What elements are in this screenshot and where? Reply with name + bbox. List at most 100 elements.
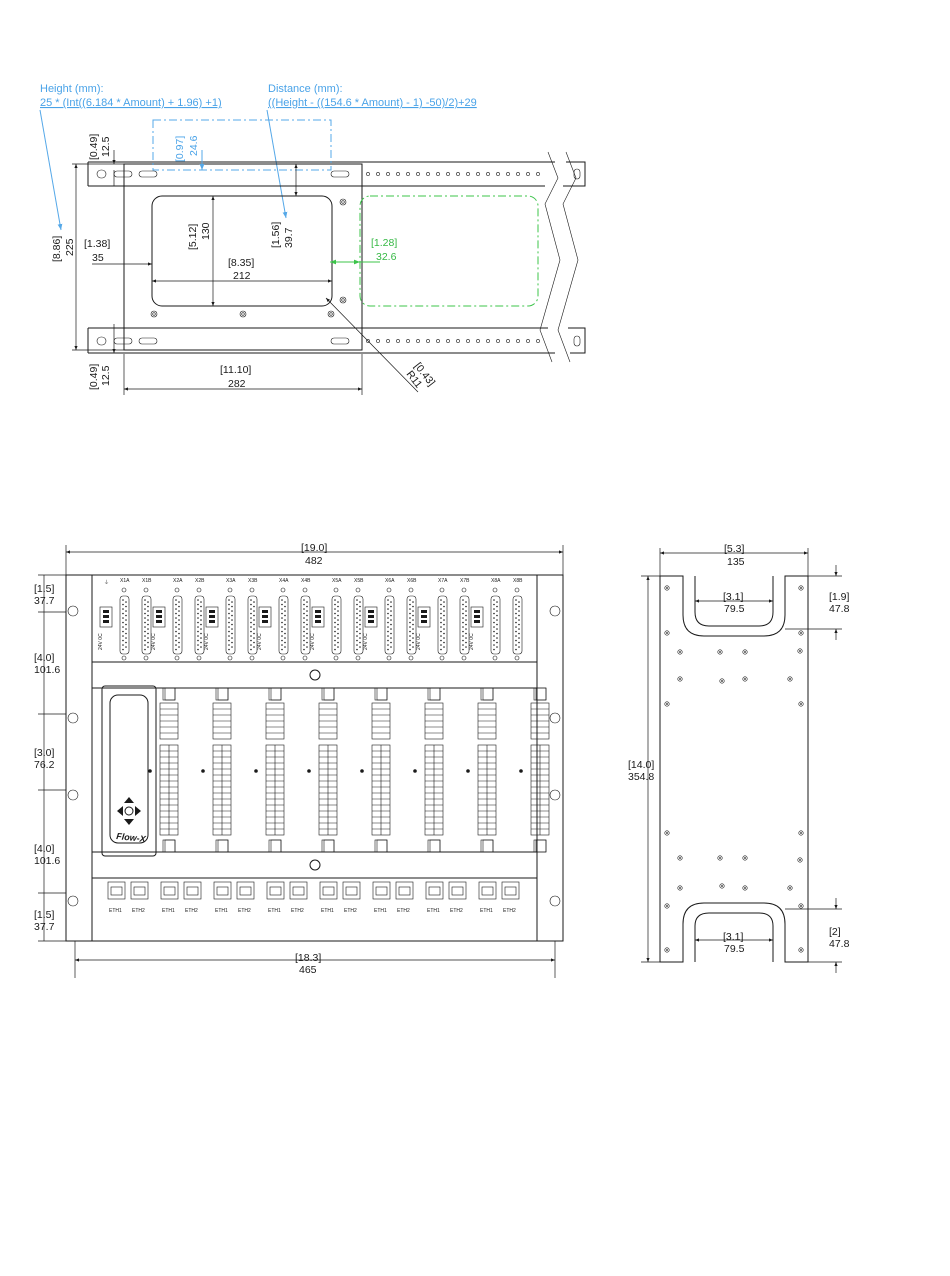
dim-cutout-width-mm: 212: [233, 270, 251, 282]
top-knob: [309, 669, 321, 681]
ethernet-port[interactable]: [478, 881, 497, 900]
connector-label: X7A: [438, 578, 448, 584]
connector-label: X6A: [385, 578, 395, 584]
dim-slot-top-mm: 79.5: [724, 603, 745, 615]
ethernet-label: ETH1: [480, 908, 493, 914]
dim-v4-mm: 101.6: [34, 855, 60, 867]
ethernet-label: ETH2: [450, 908, 463, 914]
side-holes: [664, 585, 804, 953]
left-rack-ear: [65, 574, 93, 942]
dim-left-mm: 35: [92, 252, 104, 264]
side-panel-outline: [659, 575, 809, 963]
ethernet-label: ETH1: [109, 908, 122, 914]
ethernet-label: ETH1: [427, 908, 440, 914]
bottom-bar: [91, 851, 538, 879]
ethernet-port[interactable]: [501, 881, 520, 900]
ethernet-port[interactable]: [213, 881, 232, 900]
dim-overall-in: [19.0]: [301, 542, 327, 554]
ethernet-port[interactable]: [183, 881, 202, 900]
top-slot-inner: [694, 576, 774, 627]
ethernet-port[interactable]: [319, 881, 338, 900]
distance-formula: ((Height - ((154.6 * Amount) - 1) -50)/2…: [268, 97, 477, 109]
dsub-connector: [459, 595, 470, 655]
ethernet-port[interactable]: [107, 881, 126, 900]
ethernet-port[interactable]: [448, 881, 467, 900]
height-leader: [39, 109, 63, 231]
dim-slot-bottom-mm: 79.5: [724, 943, 745, 955]
dim-side-height-in: [14.0]: [628, 759, 654, 771]
brand-logo: Flow-X: [116, 831, 147, 844]
connector-label: X4A: [279, 578, 289, 584]
dim-cutout-height-mm: 130: [200, 222, 212, 240]
dim-v5-in: [1.5]: [34, 909, 55, 921]
dim-v2-in: [4.0]: [34, 652, 55, 664]
terminal-label: 24V 0C: [257, 633, 263, 650]
dsub-connector: [247, 595, 258, 655]
connector-label: X7B: [460, 578, 470, 584]
dsub-connector: [119, 595, 130, 655]
dim-v5-mm: 37.7: [34, 921, 55, 933]
ethernet-port[interactable]: [289, 881, 308, 900]
bottom-slot-inner: [694, 912, 774, 962]
terminal-block: [417, 606, 431, 628]
dim-gap-in: [1.28]: [371, 237, 397, 249]
dim-gap-mm: 32.6: [376, 251, 397, 263]
ground-symbol: ⏚: [104, 579, 109, 586]
dim-v3-in: [3.0]: [34, 747, 55, 759]
front-vertical-dims: [38, 574, 66, 942]
bottom-rail: [87, 327, 555, 354]
dim-side-width-in: [5.3]: [724, 543, 745, 555]
ethernet-port[interactable]: [160, 881, 179, 900]
dim-distance-in: [1.56]: [270, 222, 282, 248]
terminal-label: 24V 0C: [363, 633, 369, 650]
rail-ends: [563, 161, 586, 354]
dim-width-in: [11.10]: [220, 364, 251, 376]
ethernet-label: ETH1: [321, 908, 334, 914]
dsub-connector: [406, 595, 417, 655]
dim-distance-mm: 39.7: [283, 227, 295, 248]
top-bar: [91, 661, 538, 689]
distance-formula-title: Distance (mm):: [268, 83, 343, 95]
dim-v1-mm: 37.7: [34, 595, 55, 607]
dsub-connector: [194, 595, 205, 655]
dsub-connector: [437, 595, 448, 655]
dsub-connector: [278, 595, 289, 655]
dim-bottom-gap-in: [0.49]: [88, 364, 100, 390]
ethernet-port[interactable]: [236, 881, 255, 900]
dsub-connector: [300, 595, 311, 655]
display-module: [101, 685, 157, 857]
side-view: [5.3] 135 [3.1] 79.5 [1.9] 47.8 [14.0] 3…: [628, 543, 850, 973]
ethernet-port[interactable]: [266, 881, 285, 900]
ethernet-label: ETH2: [344, 908, 357, 914]
dim-cutout-height-in: [5.12]: [187, 224, 199, 250]
ethernet-port[interactable]: [425, 881, 444, 900]
dim-top-gap-in: [0.49]: [88, 134, 100, 160]
plate-holes: [150, 198, 347, 318]
terminal-block: [364, 606, 378, 628]
ethernet-port[interactable]: [395, 881, 414, 900]
break-line-1: [539, 151, 561, 363]
connector-label: X8A: [491, 578, 501, 584]
dsub-connector: [384, 595, 395, 655]
connector-label: X3A: [226, 578, 236, 584]
ethernet-port[interactable]: [130, 881, 149, 900]
terminal-label: 24V 0C: [98, 633, 104, 650]
dsub-connector: [490, 595, 501, 655]
dsub-connector: [172, 595, 183, 655]
ethernet-label: ETH2: [132, 908, 145, 914]
connector-label: X5B: [354, 578, 364, 584]
connector-label: X8B: [513, 578, 523, 584]
rail-holes: [366, 172, 540, 343]
ethernet-label: ETH2: [291, 908, 304, 914]
ethernet-port[interactable]: [342, 881, 361, 900]
dim-rack-offset-in: [0.97]: [174, 136, 186, 162]
ethernet-label: ETH1: [374, 908, 387, 914]
terminal-block: [205, 606, 219, 628]
dsub-connector: [225, 595, 236, 655]
ethernet-port[interactable]: [372, 881, 391, 900]
dim-side-width-mm: 135: [727, 556, 745, 568]
terminal-block: [99, 606, 113, 628]
